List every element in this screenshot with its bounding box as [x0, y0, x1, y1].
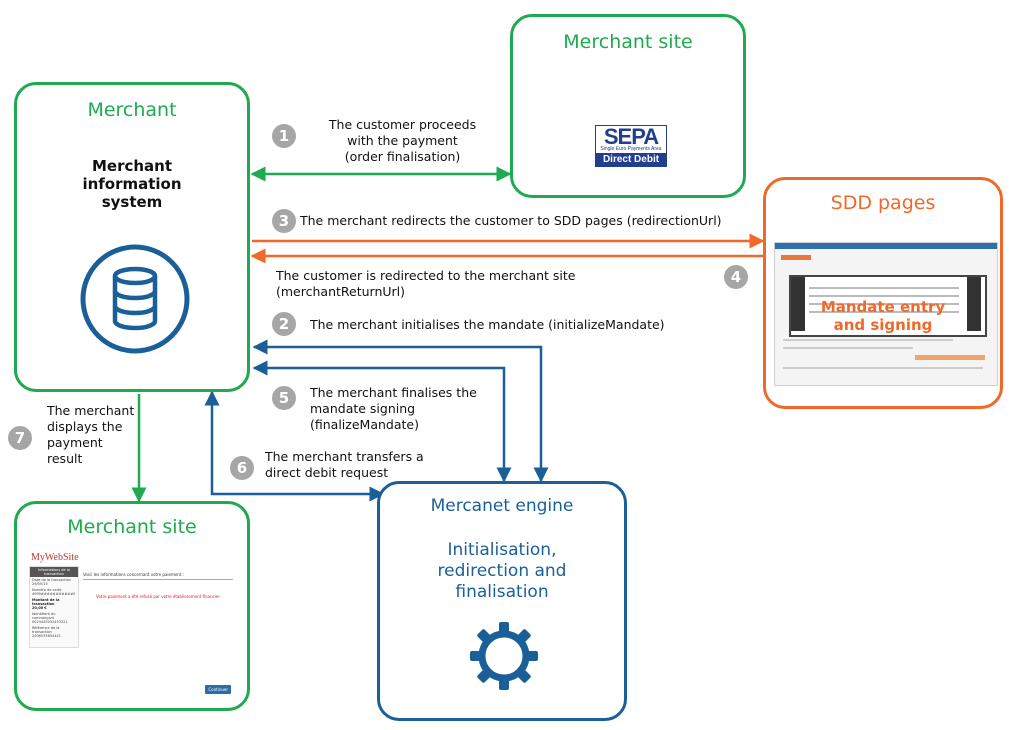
- result-sidebar-item: Référence de la transaction 200653565444…: [32, 626, 61, 638]
- sdd-pages-box: SDD pages Mandate entry and signing: [763, 177, 1003, 409]
- mercanet-title: Mercanet engine: [430, 496, 574, 516]
- result-sidebar: Informations de la transaction Date de l…: [29, 566, 79, 648]
- step-3-badge: 3: [272, 209, 296, 233]
- sdd-page-screenshot: [774, 242, 998, 386]
- continue-button[interactable]: Continuer: [205, 685, 231, 694]
- step-6-label: The merchant transfers a direct debit re…: [265, 449, 424, 480]
- merchant-title: Merchant: [87, 99, 177, 121]
- sepa-logo-sub: Single Euro Payments Area: [600, 146, 662, 152]
- step-7-badge: 7: [8, 426, 32, 450]
- result-sidebar-item: Montant de la transaction 20,00 €: [32, 598, 60, 610]
- mercanet-engine-box: Mercanet engine Initialisation, redirect…: [377, 481, 627, 721]
- merchant-subtitle: Merchant information system: [82, 157, 182, 211]
- step-1-badge: 1: [272, 124, 296, 148]
- step-3-label: The merchant redirects the customer to S…: [300, 213, 722, 228]
- sepa-logo-band: Direct Debit: [596, 153, 666, 166]
- merchant-site-bottom-box: Merchant site MyWebSite Informations de …: [14, 501, 250, 711]
- result-site-name: MyWebSite: [31, 552, 79, 563]
- step-5-badge: 5: [272, 386, 296, 410]
- step-2-badge: 2: [272, 312, 296, 336]
- result-sidebar-heading: Informations de la transaction: [30, 567, 78, 577]
- sepa-logo: SEPA Single Euro Payments Area Direct De…: [595, 124, 667, 167]
- arrow-step-2: [252, 339, 549, 483]
- step-5-label: The merchant finalises the mandate signi…: [310, 385, 477, 432]
- step-6-badge: 6: [230, 456, 254, 480]
- database-icon: [80, 244, 190, 354]
- step-1-label: The customer proceeds with the payment (…: [328, 117, 477, 164]
- merchant-site-top-title: Merchant site: [563, 31, 693, 53]
- step-7-label: The merchant displays the payment result: [47, 403, 135, 466]
- sepa-logo-main: SEPA: [603, 124, 659, 149]
- sdd-pages-title: SDD pages: [830, 192, 936, 214]
- result-sidebar-item: Identifiant du commerçant 00244450524532…: [32, 612, 68, 624]
- result-main-message: Votre paiement a été refusé par votre ét…: [96, 594, 220, 599]
- arrow-step-5: [252, 360, 512, 483]
- sdd-pages-caption: Mandate entry and signing: [820, 298, 946, 334]
- merchant-site-top-box: Merchant site SEPA Single Euro Payments …: [510, 14, 746, 198]
- step-4-badge: 4: [724, 265, 748, 289]
- arrow-step-6: [204, 390, 385, 502]
- merchant-box: Merchant Merchant information system: [14, 82, 250, 392]
- result-main-heading: Voici les informations concernant votre …: [83, 572, 233, 580]
- gear-icon: [470, 622, 538, 690]
- mercanet-subtitle: Initialisation, redirection and finalisa…: [437, 540, 567, 602]
- step-2-label: The merchant initialises the mandate (in…: [310, 317, 665, 332]
- step-4-label: The customer is redirected to the mercha…: [276, 268, 576, 299]
- result-sidebar-item: Date de la transaction 29/05/15: [32, 578, 71, 586]
- result-sidebar-item: Numéro de carte 4999###########0: [32, 588, 76, 596]
- result-page-screenshot: MyWebSite Informations de la transaction…: [29, 550, 239, 700]
- merchant-site-bottom-title: Merchant site: [67, 516, 197, 538]
